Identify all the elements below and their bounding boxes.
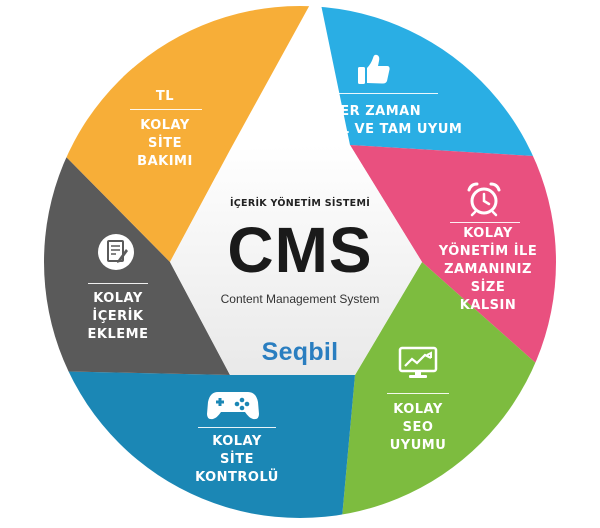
segment-gray-rule (88, 283, 148, 284)
segment-yellow-rule (130, 109, 202, 110)
segment-blue-label: HER ZAMAN GÜNCEL VE TAM UYUM (287, 104, 463, 137)
segment-green-label: KOLAY SEO UYUMU (389, 402, 447, 453)
center-title: CMS (227, 214, 373, 286)
segment-pink-rule (450, 222, 520, 223)
segment-green-rule (387, 393, 449, 394)
center-caption: Content Management System (220, 292, 380, 306)
document-edit-icon (98, 234, 134, 270)
segment-yellow-header: TL (155, 89, 175, 104)
center-subtitle: İÇERİK YÖNETİM SİSTEMİ (229, 198, 371, 209)
segment-pink-label: KOLAY YÖNETİM İLE ZAMANINIZ SİZE KALSIN (438, 226, 538, 313)
brand-logo: Seqbil (261, 338, 339, 366)
thumbs-up-icon (358, 54, 390, 84)
monitor-chart-icon (398, 346, 438, 378)
center-hexagon (170, 145, 422, 375)
segment-gray-label: KOLAY İÇERİK EKLEME (87, 291, 149, 342)
segment-blue-rule (312, 93, 438, 94)
segment-teal-label: KOLAY SİTE KONTROLÜ (195, 434, 279, 485)
segment-pink (350, 145, 556, 420)
segment-yellow-label: KOLAY SİTE BAKIMI (137, 118, 193, 169)
segment-teal-rule (198, 427, 276, 428)
segment-teal (44, 370, 355, 518)
alarm-clock-icon (467, 182, 501, 217)
gamepad-icon (207, 392, 259, 420)
